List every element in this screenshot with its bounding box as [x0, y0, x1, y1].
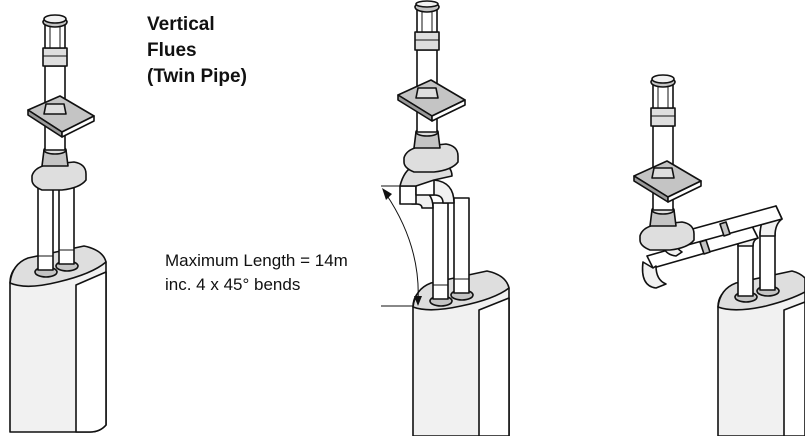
flue-pipe-exhaust: [453, 197, 470, 294]
title-line-3: (Twin Pipe): [147, 66, 247, 87]
twin-adaptor: [403, 127, 459, 173]
terminal-cap: [42, 14, 68, 67]
bend-adaptor-left: [641, 261, 667, 289]
max-length-label: Maximum Length = 14m: [165, 251, 348, 270]
terminal-cap: [650, 74, 676, 127]
bends-label: inc. 4 x 45° bends: [165, 275, 300, 294]
twin-adaptor: [639, 205, 695, 251]
boiler-casing: [717, 270, 805, 436]
twin-adaptor: [31, 145, 87, 191]
title-line-1: Vertical: [147, 14, 215, 35]
offset-pipe-left: [399, 185, 417, 205]
length-dimension-arrow: [381, 185, 422, 307]
length-annotation: Maximum Length = 14m inc. 4 x 45° bends: [165, 251, 348, 294]
boiler-installation-straight: [9, 14, 107, 433]
terminal-cap: [414, 0, 440, 51]
boiler-casing: [9, 245, 107, 433]
diagram-title: Vertical Flues (Twin Pipe): [147, 14, 247, 87]
flue-pipe-air: [432, 202, 449, 300]
boiler-installation-horizontal-offset: [633, 74, 805, 436]
boiler-installation-offset: [381, 0, 510, 436]
flue-pipe-exhaust: [58, 177, 75, 265]
flue-pipe-exhaust: [759, 231, 776, 291]
flue-pipe-air: [737, 241, 754, 297]
title-line-2: Flues: [147, 40, 197, 61]
flue-pipe-air: [37, 181, 54, 271]
